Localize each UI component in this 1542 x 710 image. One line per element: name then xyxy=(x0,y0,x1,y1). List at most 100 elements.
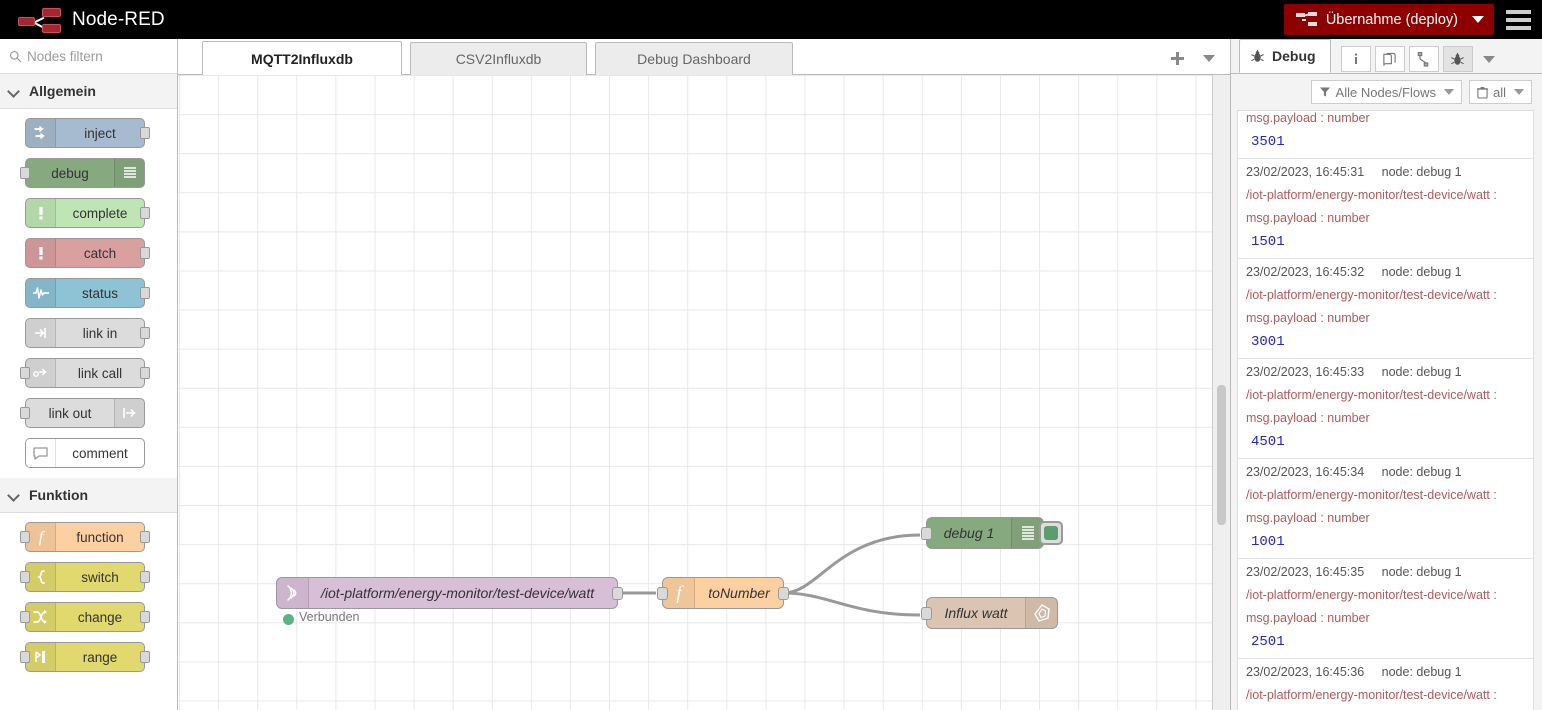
palette-categories: Allgemein inject debug xyxy=(0,74,177,710)
debug-header: 23/02/2023, 16:45:32 node: debug 1 xyxy=(1246,265,1525,279)
debug-property: msg.payload : number xyxy=(1246,211,1370,225)
palette-node-status[interactable]: status xyxy=(25,278,150,308)
link-call-icon xyxy=(26,359,56,387)
debug-clear-button[interactable]: all xyxy=(1468,80,1532,104)
hamburger-menu-icon[interactable] xyxy=(1494,0,1542,39)
link-out-icon xyxy=(114,399,144,427)
canvas-vertical-scrollbar[interactable] xyxy=(1212,75,1230,710)
info-icon[interactable] xyxy=(1340,46,1371,72)
palette-category-allgemein[interactable]: Allgemein xyxy=(0,74,177,109)
node-output-port[interactable] xyxy=(140,327,150,339)
exclamation-icon xyxy=(26,199,56,227)
tab-mqtt2influxdb[interactable]: MQTT2Influxdb xyxy=(202,41,402,75)
add-flow-button[interactable] xyxy=(1163,45,1191,71)
flow-menu-button[interactable] xyxy=(1196,45,1222,71)
node-output-port[interactable] xyxy=(140,247,150,259)
debug-header: 23/02/2023, 16:45:31 node: debug 1 xyxy=(1246,165,1525,179)
tab-debug-dashboard[interactable]: Debug Dashboard xyxy=(595,42,793,75)
bug-icon[interactable] xyxy=(1442,46,1473,72)
palette-category-label: Funktion xyxy=(29,487,89,503)
node-output-port[interactable] xyxy=(140,651,150,663)
pulse-wave-icon xyxy=(26,279,56,307)
node-input-port[interactable] xyxy=(20,167,30,179)
debug-timestamp: 23/02/2023, 16:45:31 xyxy=(1246,165,1365,179)
palette-node-range[interactable]: range xyxy=(20,642,150,672)
function-f-icon: f xyxy=(26,523,56,551)
node-input-port[interactable] xyxy=(20,367,30,379)
node-input-port[interactable] xyxy=(20,611,30,623)
deploy-button-label: Übernahme (deploy) xyxy=(1325,11,1458,28)
flow-canvas[interactable]: /iot-platform/energy-monitor/test-device… xyxy=(178,75,1230,710)
palette-node-link-call[interactable]: link call xyxy=(20,358,150,388)
debug-timestamp: 23/02/2023, 16:45:33 xyxy=(1246,365,1365,379)
palette-node-debug[interactable]: debug xyxy=(20,158,145,188)
flow-node-tonumber[interactable]: f toNumber xyxy=(657,577,789,609)
palette-node-change[interactable]: change xyxy=(20,602,150,632)
node-output-port[interactable] xyxy=(778,587,789,600)
debug-lines-icon xyxy=(1011,518,1043,548)
search-input[interactable] xyxy=(27,48,167,64)
debug-message[interactable]: 23/02/2023, 16:45:35 node: debug 1 /iot-… xyxy=(1238,559,1533,659)
debug-message[interactable]: msg.payload : number 3501 xyxy=(1238,111,1533,159)
node-output-port[interactable] xyxy=(140,287,150,299)
debug-list-scrollbar[interactable] xyxy=(1237,111,1238,710)
deploy-icon xyxy=(1295,12,1317,27)
palette-node-comment[interactable]: comment xyxy=(25,438,145,468)
brand: Node-RED xyxy=(18,7,165,33)
debug-property: msg.payload : number xyxy=(1246,111,1370,125)
node-output-port[interactable] xyxy=(140,367,150,379)
palette-node-complete[interactable]: complete xyxy=(25,198,150,228)
debug-message[interactable]: 23/02/2023, 16:45:32 node: debug 1 /iot-… xyxy=(1238,259,1533,359)
debug-message-list[interactable]: msg.payload : number 3501 23/02/2023, 16… xyxy=(1237,110,1534,710)
palette-search[interactable] xyxy=(0,39,177,74)
mqtt-signal-icon xyxy=(277,578,309,608)
debug-message[interactable]: 23/02/2023, 16:45:34 node: debug 1 /iot-… xyxy=(1238,459,1533,559)
palette-node-label: status xyxy=(81,285,119,301)
palette-node-label: link out xyxy=(48,405,92,421)
node-input-port[interactable] xyxy=(20,407,30,419)
palette-node-function[interactable]: f function xyxy=(20,522,150,552)
node-output-port[interactable] xyxy=(140,611,150,623)
node-input-port[interactable] xyxy=(20,531,30,543)
node-input-port[interactable] xyxy=(20,651,30,663)
config-nodes-icon[interactable] xyxy=(1408,46,1439,72)
debug-message[interactable]: 23/02/2023, 16:45:31 node: debug 1 /iot-… xyxy=(1238,159,1533,259)
node-input-port[interactable] xyxy=(657,587,668,600)
debug-property: msg.payload : number xyxy=(1246,411,1370,425)
debug-value: 2501 xyxy=(1251,634,1285,650)
chevron-down-icon[interactable] xyxy=(1482,55,1495,63)
node-input-port[interactable] xyxy=(921,607,932,620)
sidebar-tab-debug[interactable]: Debug xyxy=(1239,39,1331,73)
flow-wires xyxy=(622,533,921,617)
palette-node-switch[interactable]: switch xyxy=(20,562,150,592)
flow-node-debug-1[interactable]: debug 1 xyxy=(921,517,1063,549)
palette-category-funktion[interactable]: Funktion xyxy=(0,478,177,513)
help-book-icon[interactable] xyxy=(1374,46,1405,72)
palette-node-link-in[interactable]: link in xyxy=(25,318,150,348)
node-output-port[interactable] xyxy=(140,531,150,543)
debug-header: 23/02/2023, 16:45:33 node: debug 1 xyxy=(1246,365,1525,379)
node-output-port[interactable] xyxy=(612,587,623,600)
node-output-port[interactable] xyxy=(140,207,150,219)
node-input-port[interactable] xyxy=(20,571,30,583)
debug-enable-toggle[interactable] xyxy=(1039,521,1063,545)
tab-csv2influxdb[interactable]: CSV2Influxdb xyxy=(410,42,587,75)
node-input-port[interactable] xyxy=(921,527,932,540)
palette-node-catch[interactable]: catch xyxy=(25,238,150,268)
scrollbar-thumb[interactable] xyxy=(1217,385,1226,525)
search-icon xyxy=(9,50,22,62)
palette-node-label: catch xyxy=(83,245,117,261)
node-output-port[interactable] xyxy=(140,127,150,139)
palette-node-inject[interactable]: inject xyxy=(25,118,150,148)
debug-message[interactable]: 23/02/2023, 16:45:33 node: debug 1 /iot-… xyxy=(1238,359,1533,459)
debug-message[interactable]: 23/02/2023, 16:45:36 node: debug 1 /iot-… xyxy=(1238,659,1533,710)
flow-node-influx-watt[interactable]: Influx watt xyxy=(921,597,1058,629)
deploy-button[interactable]: Übernahme (deploy) xyxy=(1283,4,1494,35)
node-output-port[interactable] xyxy=(140,571,150,583)
palette-node-link-out[interactable]: link out xyxy=(20,398,145,428)
flow-node-label: debug 1 xyxy=(943,525,995,541)
debug-filter-button[interactable]: Alle Nodes/Flows xyxy=(1310,80,1462,104)
flow-node-mqtt-in[interactable]: /iot-platform/energy-monitor/test-device… xyxy=(276,577,623,625)
palette-node-label: comment xyxy=(72,445,128,461)
chevron-down-icon[interactable] xyxy=(1472,16,1484,23)
